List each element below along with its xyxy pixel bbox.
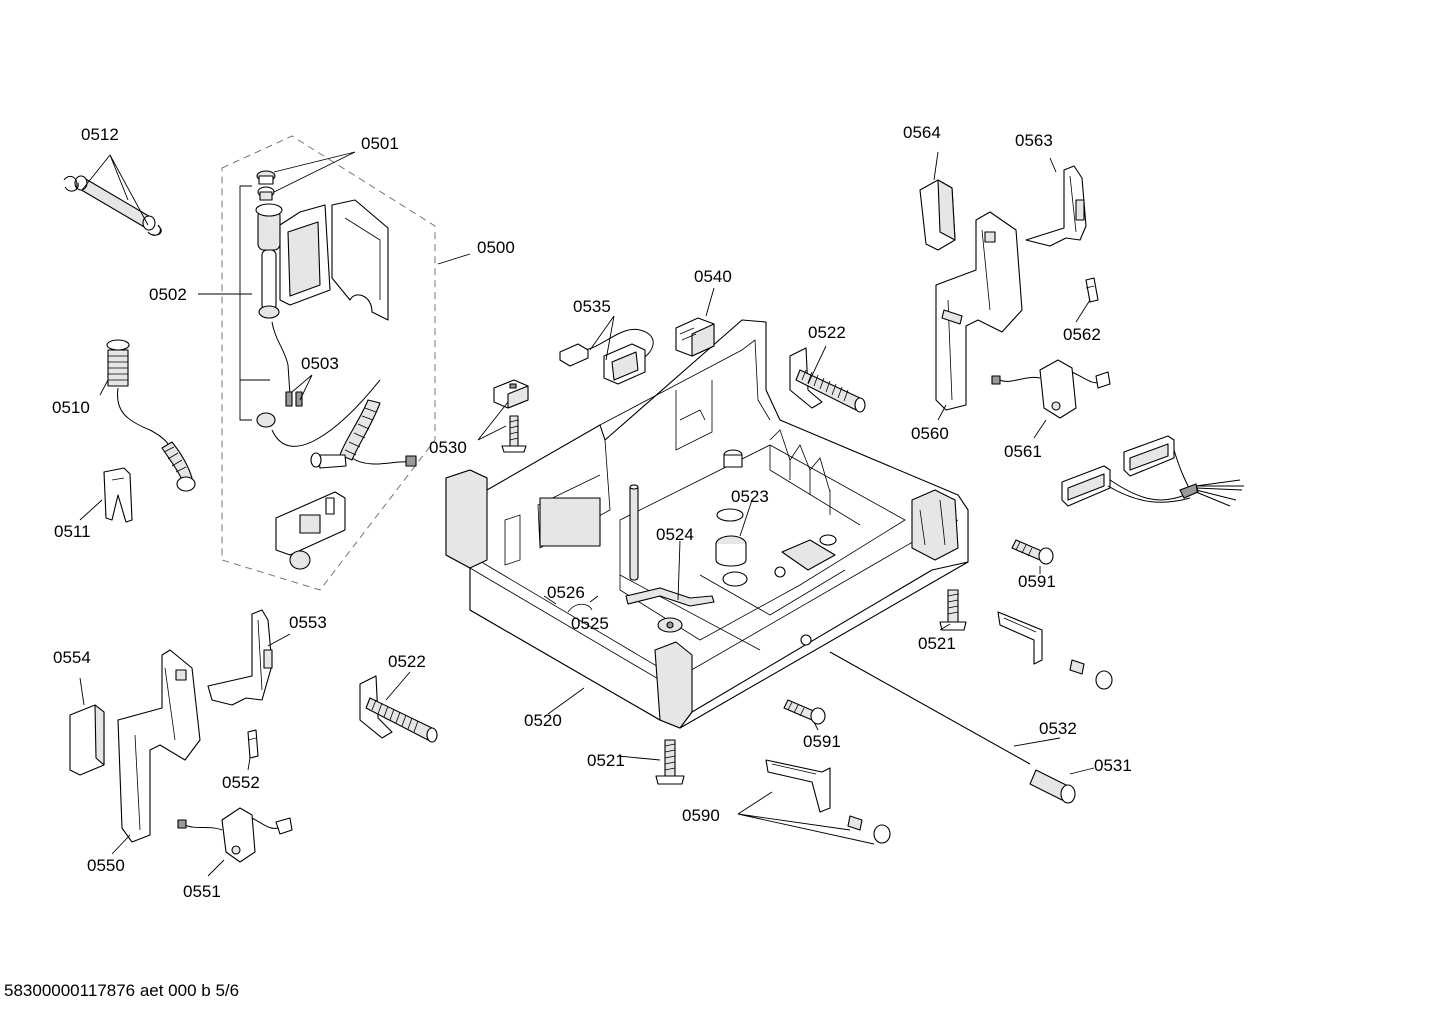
part-0540-connector	[675, 317, 715, 357]
label-0561: 0561	[1004, 442, 1042, 461]
part-bracket-0500	[275, 491, 346, 570]
part-0590-rail-lower	[765, 759, 891, 844]
assembly-0500-group	[221, 135, 436, 591]
label-0503: 0503	[301, 354, 339, 373]
label-0520: 0520	[524, 711, 562, 730]
label-0560: 0560	[911, 424, 949, 443]
label-0590: 0590	[682, 806, 720, 825]
part-0564-cover	[919, 179, 956, 251]
part-0503-wires	[256, 321, 381, 447]
label-0510: 0510	[52, 398, 90, 417]
part-0591-bolt-right	[1011, 539, 1054, 565]
part-0563-bracket	[1025, 165, 1087, 247]
label-0502: 0502	[149, 285, 187, 304]
label-0535: 0535	[573, 297, 611, 316]
label-0521-lower: 0521	[587, 751, 625, 770]
part-0553-bracket	[207, 609, 273, 706]
part-0511-clip	[103, 467, 133, 523]
part-0512-hose	[63, 175, 162, 236]
part-0510-spring-hose	[106, 339, 196, 492]
label-0562: 0562	[1063, 325, 1101, 344]
label-0500: 0500	[477, 238, 515, 257]
label-0531: 0531	[1094, 756, 1132, 775]
label-0512: 0512	[81, 125, 119, 144]
part-0562-clip	[1085, 277, 1099, 303]
label-0591-lower: 0591	[803, 732, 841, 751]
document-id: 58300000117876 aet 000 b 5/6	[4, 981, 240, 1000]
label-0523: 0523	[731, 487, 769, 506]
label-0524: 0524	[656, 525, 694, 544]
label-0554: 0554	[53, 648, 91, 667]
part-0520-base	[445, 319, 969, 729]
label-0522-lower: 0522	[388, 652, 426, 671]
label-0521-right: 0521	[918, 634, 956, 653]
part-0501-caps	[256, 170, 276, 201]
label-0564: 0564	[903, 123, 941, 142]
part-0523-seal	[715, 508, 748, 587]
label-0501: 0501	[361, 134, 399, 153]
label-0530: 0530	[429, 438, 467, 457]
part-0554-cover	[69, 704, 105, 776]
part-0590-rail-right	[997, 611, 1113, 690]
label-0522-right: 0522	[808, 323, 846, 342]
part-0535-cable	[559, 328, 654, 385]
label-0553: 0553	[289, 613, 327, 632]
part-0551-sensor	[177, 807, 293, 863]
leader-lines	[79, 151, 1095, 877]
part-0530-foot	[493, 379, 529, 453]
label-0526: 0526	[547, 583, 585, 602]
label-0550: 0550	[87, 856, 125, 875]
label-0552: 0552	[222, 773, 260, 792]
label-0563: 0563	[1015, 131, 1053, 150]
part-wiring-harness	[1061, 435, 1244, 507]
part-0550-bracket	[117, 649, 201, 843]
part-0561-sensor	[991, 359, 1111, 419]
part-0521-screw-lower	[655, 739, 685, 785]
label-0511: 0511	[54, 522, 91, 541]
part-0522-spring-lower	[359, 675, 438, 743]
label-0551: 0551	[183, 882, 221, 901]
part-hose-0500	[310, 399, 417, 469]
part-0531-endcap	[1029, 769, 1076, 804]
label-0591-right: 0591	[1018, 572, 1056, 591]
part-0502-valve	[255, 199, 389, 321]
label-0540: 0540	[694, 267, 732, 286]
part-0560-bracket	[935, 211, 1023, 411]
part-0532-rod	[829, 651, 1031, 765]
part-0521-screw-right	[939, 589, 967, 631]
label-0532: 0532	[1039, 719, 1077, 738]
part-0591-bolt-lower	[783, 699, 826, 725]
part-0522-spring-right	[789, 347, 866, 413]
part-0552-clip	[247, 729, 259, 759]
label-0525: 0525	[571, 614, 609, 633]
part-labels: 0512 0501 0500 0502 0503 0510 0511 0530 …	[52, 123, 1132, 901]
part-0524-lever	[625, 587, 715, 633]
